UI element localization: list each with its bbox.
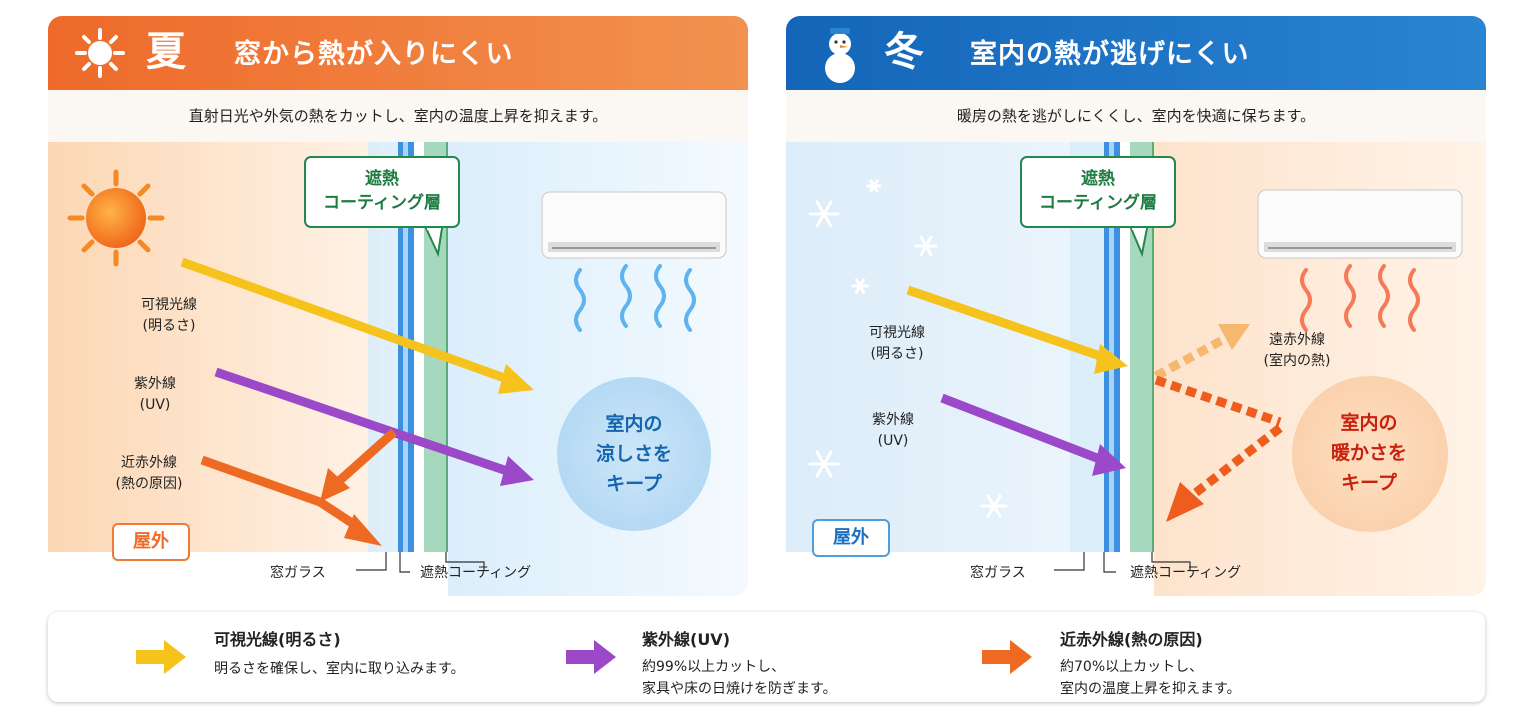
coating-callout-line2: コーティング層 — [1039, 193, 1157, 213]
summer-title: 窓から熱が入りにくい — [234, 39, 514, 70]
winter-subtitle-bar: 暖房の熱を逃がしにくくし、室内を快適に保ちます。 — [786, 90, 1486, 142]
warm-keep-line2: 暖かさを — [1330, 442, 1407, 464]
air-conditioner-icon — [1257, 189, 1463, 259]
visible-light-label: 可視光線 (明るさ) — [114, 295, 224, 337]
far-infrared-label-name: 遠赤外線 — [1269, 332, 1325, 348]
legend-desc-line2: 家具や床の日焼けを防ぎます。 — [642, 681, 837, 697]
uv-label: 紫外線 (UV) — [100, 374, 210, 416]
far-infrared-label: 遠赤外線 (室内の熱) — [1242, 330, 1352, 372]
near-infrared-label-name: 近赤外線 — [121, 455, 177, 471]
summer-header: 夏 窓から熱が入りにくい — [48, 16, 748, 90]
near-infrared-arrowhead — [344, 514, 382, 546]
legend-item-near-infrared: 近赤外線(熱の原因) 約70%以上カットし、 室内の温度上昇を抑えます。 — [982, 612, 1402, 702]
outside-badge: 屋外 — [812, 519, 890, 557]
coating-caption: 遮熱コーティング — [420, 565, 532, 581]
legend-desc-line1: 約99%以上カットし、 — [642, 659, 786, 675]
visible-light-arrow — [180, 257, 534, 394]
legend-title: 可視光線(明るさ) — [214, 630, 341, 649]
snowman-icon — [825, 28, 855, 83]
arrow-icon — [982, 640, 1032, 674]
arrow-icon — [566, 640, 616, 674]
legend-desc-line1: 約70%以上カットし、 — [1060, 659, 1204, 675]
coating-callout-line1: 遮熱 — [365, 169, 399, 189]
coating-callout-line2: コーティング層 — [323, 193, 441, 213]
summer-subtitle: 直射日光や外気の熱をカットし、室内の温度上昇を抑えます。 — [188, 107, 608, 125]
visible-light-label-note: (明るさ) — [870, 346, 924, 362]
legend-item-uv: 紫外線(UV) 約99%以上カットし、 家具や床の日焼けを防ぎます。 — [566, 612, 986, 702]
summer-scene: 遮熱 コーティング層 可視光線 (明るさ) 紫外線 (UV) 近赤外線 (熱の原… — [48, 142, 748, 596]
warm-keep-line1: 室内の — [1340, 412, 1398, 434]
season-label-winter: 冬 — [884, 29, 924, 75]
far-infrared-arrow — [1153, 332, 1283, 498]
visible-light-arrow — [906, 285, 1128, 374]
winter-header: 冬 室内の熱が逃げにくい — [786, 16, 1486, 90]
legend-desc-line1: 明るさを確保し、室内に取り込みます。 — [214, 661, 465, 677]
visible-light-label-note: (明るさ) — [142, 318, 196, 334]
warm-air-icon — [1300, 264, 1420, 332]
uv-label: 紫外線 (UV) — [838, 410, 948, 452]
near-infrared-label-note: (熱の原因) — [115, 476, 183, 492]
uv-label-note: (UV) — [139, 397, 171, 413]
near-infrared-reflect-arrowhead — [320, 468, 350, 502]
far-infrared-label-note: (室内の熱) — [1263, 353, 1331, 369]
arrow-icon — [136, 640, 186, 674]
winter-title: 室内の熱が逃げにくい — [970, 39, 1250, 70]
outside-badge: 屋外 — [112, 523, 190, 561]
air-conditioner-icon — [541, 191, 727, 259]
legend-title: 近赤外線(熱の原因) — [1060, 630, 1203, 649]
cool-air-icon — [574, 264, 696, 332]
visible-light-label-name: 可視光線 — [869, 325, 925, 341]
cool-keep-circle: 室内の 涼しさを キープ — [557, 377, 711, 531]
uv-label-name: 紫外線 — [872, 412, 914, 428]
uv-arrow — [214, 367, 534, 486]
summer-panel: 夏 窓から熱が入りにくい 直射日光や外気の熱をカットし、室内の温度上昇を抑えます… — [48, 16, 748, 596]
cool-keep-line2: 涼しさを — [595, 443, 672, 465]
far-infrared-outward-arrowhead — [1218, 324, 1250, 350]
legend-title: 紫外線(UV) — [642, 630, 731, 649]
window-glass-caption: 窓ガラス — [970, 565, 1026, 581]
warm-keep-line3: キープ — [1341, 472, 1397, 494]
visible-light-label-name: 可視光線 — [141, 297, 197, 313]
summer-subtitle-bar: 直射日光や外気の熱をカットし、室内の温度上昇を抑えます。 — [48, 90, 748, 142]
winter-panel: 冬 室内の熱が逃げにくい 暖房の熱を逃がしにくくし、室内を快適に保ちます。 — [786, 16, 1486, 596]
coating-callout: 遮熱 コーティング層 — [304, 156, 460, 228]
uv-label-name: 紫外線 — [134, 376, 176, 392]
coating-callout: 遮熱 コーティング層 — [1020, 156, 1176, 228]
visible-light-label: 可視光線 (明るさ) — [842, 323, 952, 365]
snowflake-icon — [808, 179, 1008, 518]
near-infrared-label: 近赤外線 (熱の原因) — [94, 453, 204, 495]
season-label-summer: 夏 — [146, 29, 186, 75]
winter-subtitle: 暖房の熱を逃がしにくくし、室内を快適に保ちます。 — [956, 107, 1316, 125]
sun-icon — [67, 169, 165, 267]
uv-arrow — [940, 393, 1126, 476]
coating-caption: 遮熱コーティング — [1130, 565, 1242, 581]
legend-item-visible-light: 可視光線(明るさ) 明るさを確保し、室内に取り込みます。 — [136, 612, 556, 702]
legend: 可視光線(明るさ) 明るさを確保し、室内に取り込みます。 紫外線(UV) 約99… — [48, 612, 1485, 702]
sun-icon — [75, 28, 125, 78]
far-infrared-return-arrowhead — [1166, 482, 1204, 522]
warm-keep-circle: 室内の 暖かさを キープ — [1292, 376, 1446, 530]
legend-desc-line2: 室内の温度上昇を抑えます。 — [1060, 681, 1241, 697]
winter-scene: 遮熱 コーティング層 可視光線 (明るさ) 紫外線 (UV) 遠赤外線 (室内の… — [786, 142, 1486, 596]
window-glass-caption: 窓ガラス — [270, 565, 326, 581]
cool-keep-line1: 室内の — [605, 413, 663, 435]
uv-label-note: (UV) — [877, 433, 909, 449]
cool-keep-line3: キープ — [606, 473, 662, 495]
coating-callout-line1: 遮熱 — [1081, 169, 1115, 189]
